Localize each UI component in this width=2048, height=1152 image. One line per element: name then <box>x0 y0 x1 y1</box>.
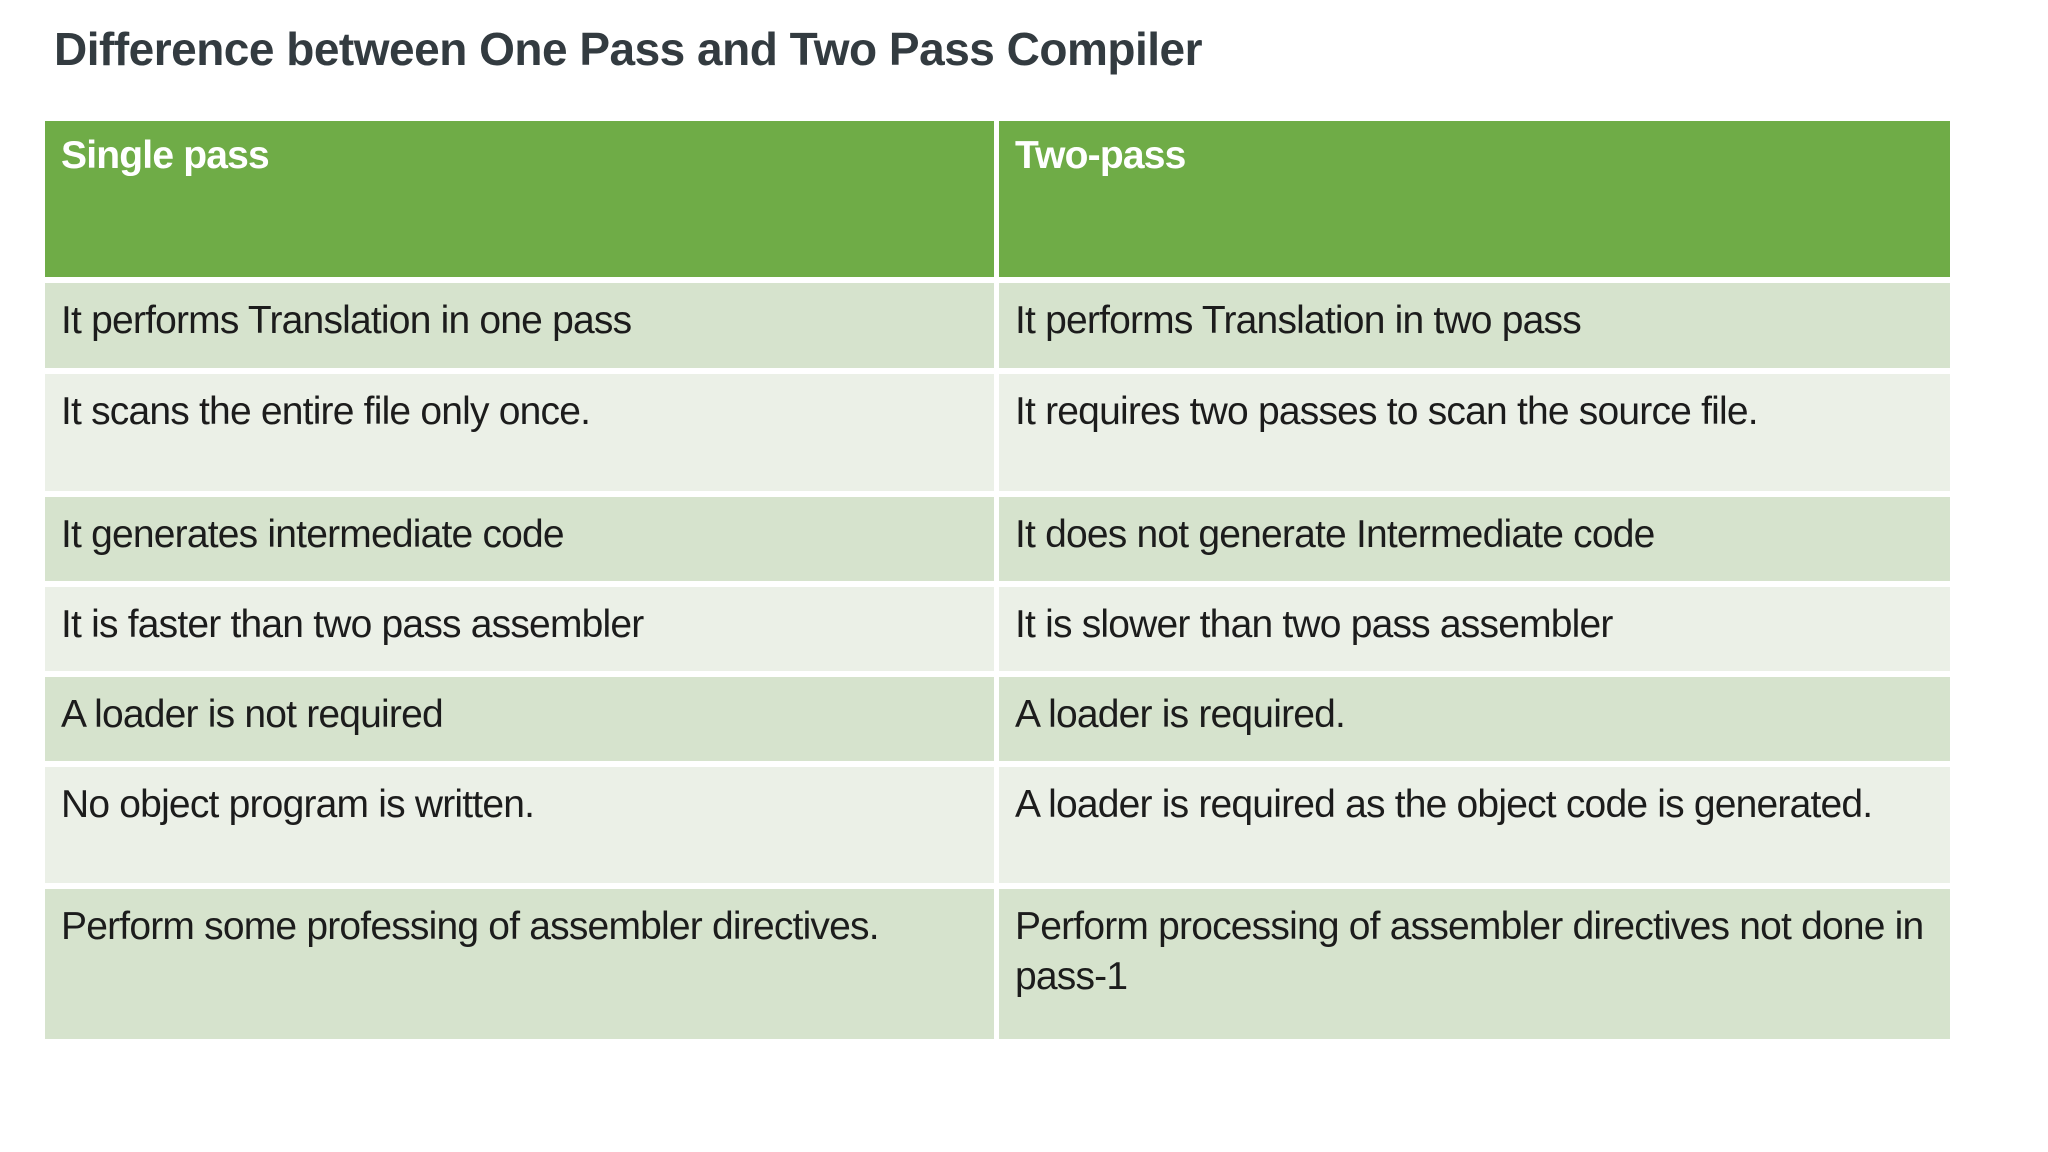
column-header-single-pass: Single pass <box>45 121 994 277</box>
cell-single-pass-row-4: It is faster than two pass assembler <box>45 587 994 671</box>
cell-single-pass-row-2: It scans the entire file only once. <box>45 374 994 491</box>
cell-single-pass-row-7: Perform some professing of assembler dir… <box>45 889 994 1039</box>
cell-two-pass-row-5: A loader is required. <box>999 677 1950 761</box>
cell-two-pass-row-6: A loader is required as the object code … <box>999 767 1950 883</box>
cell-single-pass-row-5: A loader is not required <box>45 677 994 761</box>
cell-single-pass-row-3: It generates intermediate code <box>45 497 994 581</box>
cell-two-pass-row-7: Perform processing of assembler directiv… <box>999 889 1950 1039</box>
cell-two-pass-row-1: It performs Translation in two pass <box>999 283 1950 368</box>
cell-single-pass-row-1: It performs Translation in one pass <box>45 283 994 368</box>
cell-two-pass-row-3: It does not generate Intermediate code <box>999 497 1950 581</box>
cell-two-pass-row-4: It is slower than two pass assembler <box>999 587 1950 671</box>
cell-two-pass-row-2: It requires two passes to scan the sourc… <box>999 374 1950 491</box>
page-title: Difference between One Pass and Two Pass… <box>54 23 1203 75</box>
column-header-two-pass: Two-pass <box>999 121 1950 277</box>
comparison-table: Single pass Two-pass It performs Transla… <box>45 121 1950 1039</box>
cell-single-pass-row-6: No object program is written. <box>45 767 994 883</box>
